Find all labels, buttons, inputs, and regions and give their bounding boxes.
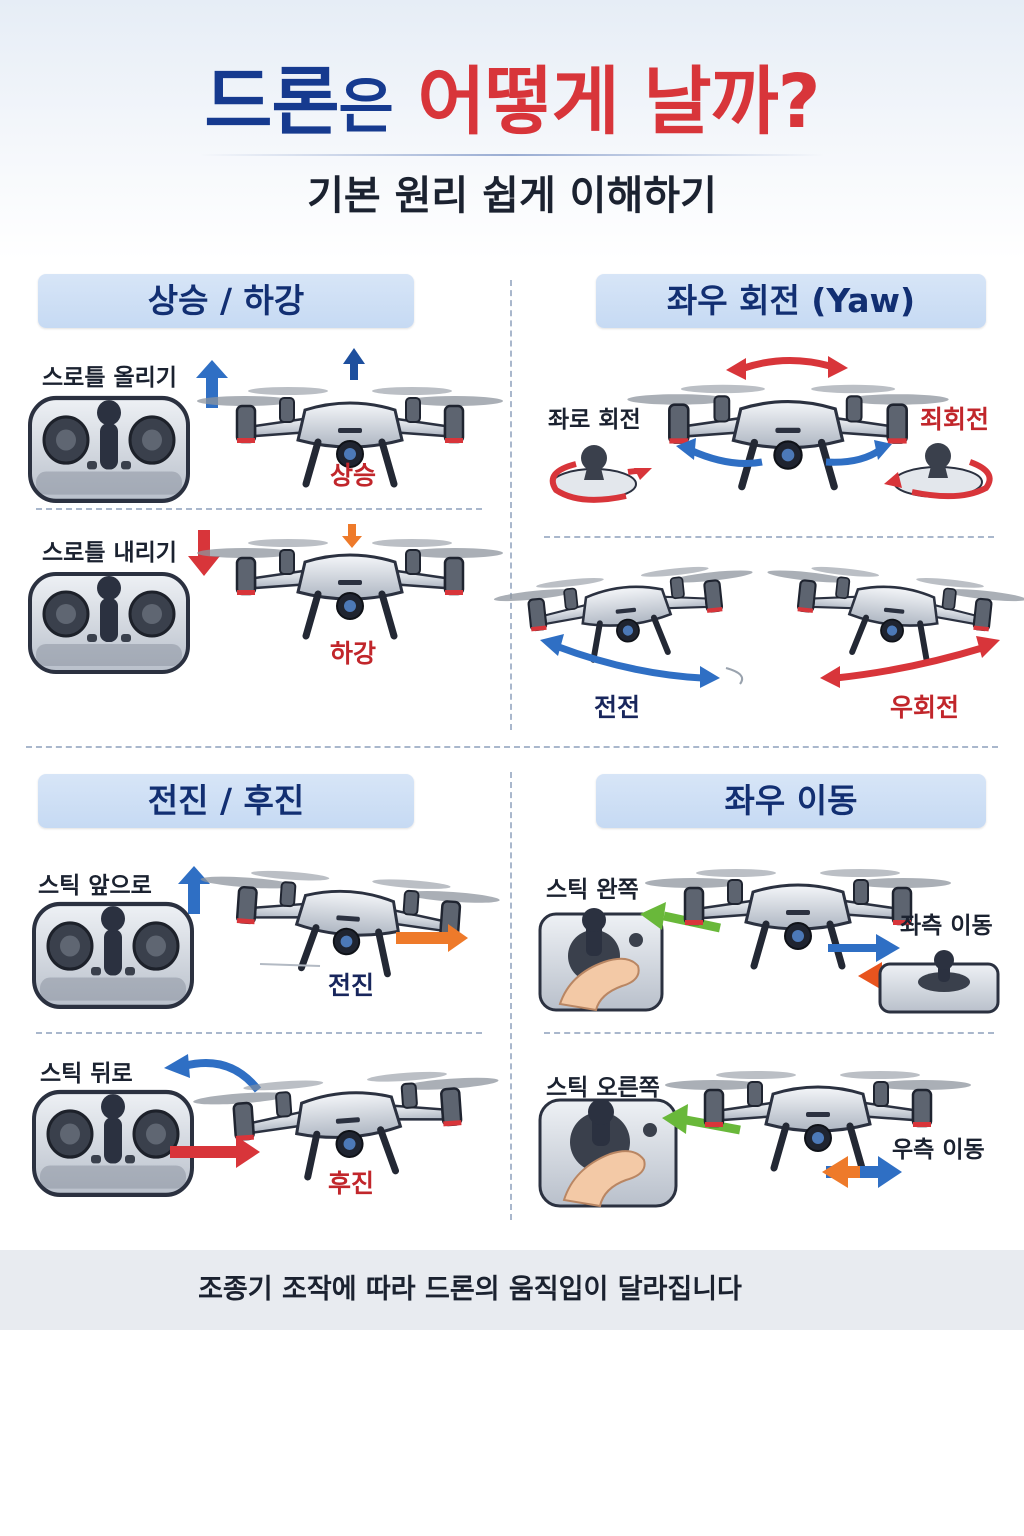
- back-curve-arrow-icon: [164, 1054, 262, 1093]
- turn-left-arrow-icon: [540, 634, 744, 688]
- footer-text: 조종기 조작에 따라 드론의 움직입이 달라집니다: [198, 1274, 742, 1305]
- label-rotate-right: 죄회전: [920, 405, 990, 434]
- up-arrow-icon: [196, 360, 228, 408]
- forward-graphic: [30, 858, 490, 1018]
- panel-title-yaw: 좌우 회전 (Yaw): [596, 274, 986, 328]
- drone-icon: [197, 539, 503, 636]
- double-arrow-icon: [822, 1156, 902, 1188]
- title-drone-word: 드론: [204, 59, 339, 145]
- hand-icon: [562, 1150, 646, 1208]
- rotation-arrow-icon: [884, 459, 993, 500]
- yaw-turn-graphic: [530, 560, 1010, 688]
- title-divider: [200, 154, 824, 156]
- result-move-left: 좌측 이동: [900, 913, 993, 939]
- up-arrow-icon: [178, 866, 210, 914]
- descend-arrow-icon: [342, 524, 362, 548]
- page-subtitle: 기본 원리 쉽게 이해하기: [307, 173, 717, 219]
- right-arrow-icon: [828, 934, 900, 962]
- lift-arrow-icon: [343, 348, 365, 380]
- title-particle: 은: [338, 72, 394, 142]
- panel-title-forward-back: 전진 / 후진: [38, 774, 414, 828]
- result-yaw-left: 전전: [594, 693, 641, 722]
- page-title: 드론은 어떻게 날까?: [0, 52, 1024, 157]
- panel-title-lateral: 좌우 이동: [596, 774, 986, 828]
- controller-icon: [878, 950, 1000, 1014]
- panel-title-updown: 상승 / 하강: [38, 274, 414, 328]
- controller-icon: [34, 1092, 192, 1195]
- label-rotate-left: 좌로 회전: [548, 407, 641, 433]
- updown-up-graphic: [30, 348, 490, 512]
- result-move-right: 우측 이동: [892, 1137, 985, 1163]
- rotation-arrow-icon: [549, 461, 652, 503]
- turn-right-arrow-icon: [820, 636, 1000, 688]
- joystick-icon: [551, 445, 637, 500]
- back-arrow-icon: [170, 1136, 260, 1168]
- result-forward: 전진: [328, 971, 375, 1000]
- instruction-stick-left: 스틱 완쪽: [546, 877, 639, 903]
- rotate-top-arrow-icon: [726, 356, 848, 380]
- divider-yaw: [544, 536, 994, 538]
- result-descend: 하강: [330, 639, 377, 668]
- lateral-left-graphic: [538, 864, 1000, 1014]
- hand-icon: [558, 957, 640, 1012]
- instruction-stick-forward: 스틱 앞으로: [38, 873, 152, 899]
- instruction-stick-right: 스틱 오른쪽: [546, 1075, 660, 1101]
- divider-horizontal-center: [26, 746, 998, 748]
- yaw-graphic: [549, 356, 993, 503]
- divider-forward-back: [36, 1032, 482, 1034]
- result-backward: 후진: [328, 1169, 375, 1198]
- drone-icon: [627, 385, 948, 487]
- drone-icon: [493, 560, 760, 669]
- footer-bar: [0, 1250, 1024, 1330]
- result-yaw-right: 우회전: [890, 693, 960, 722]
- drone-icon: [195, 866, 501, 982]
- lateral-right-graphic: [538, 1060, 1010, 1208]
- divider-lateral: [544, 1032, 994, 1034]
- instruction-throttle-down: 스로틀 내리기: [42, 540, 177, 566]
- instruction-stick-back: 스틱 뒤로: [40, 1061, 133, 1087]
- instruction-throttle-up: 스로틀 올리기: [42, 365, 177, 391]
- title-question: 어떻게 날까?: [417, 59, 821, 145]
- divider-vertical-bottom: [510, 772, 512, 1220]
- joystick-icon: [893, 443, 983, 498]
- rotate-blue-arrow-icon: [676, 438, 892, 467]
- controller-icon: [34, 904, 192, 1007]
- forward-arrow-icon: [396, 924, 468, 952]
- divider-updown: [36, 508, 482, 510]
- controller-icon: [30, 398, 188, 501]
- result-ascend: 상승: [330, 461, 377, 490]
- divider-vertical-top: [510, 280, 512, 730]
- controller-icon: [28, 572, 190, 674]
- back-graphic: [30, 1054, 490, 1206]
- updown-down-graphic: [28, 524, 490, 674]
